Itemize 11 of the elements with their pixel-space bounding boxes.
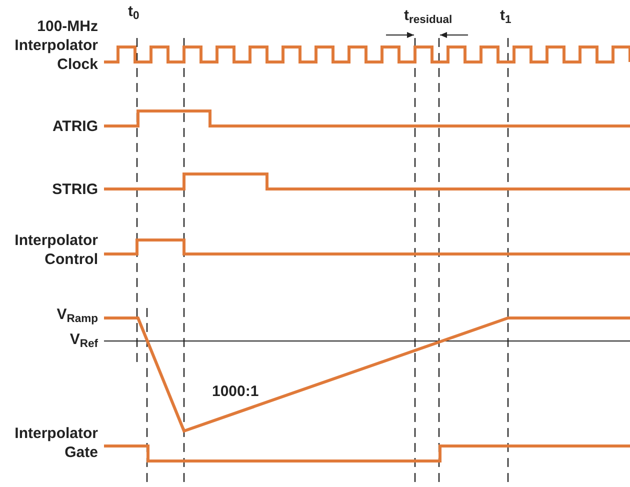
signal-label: t$_{0}$ <box>128 3 140 20</box>
signal-label: t$_{residual}$ <box>404 7 452 24</box>
signal-label: 1000:1 <box>212 383 259 400</box>
signal-label: Interpolator Control <box>14 232 98 268</box>
signal-label: ATRIG <box>52 118 98 135</box>
signal-label: Interpolator Gate <box>14 425 98 461</box>
signal-label: t$_{1}$ <box>500 7 512 24</box>
signal-label: V$_{Ref}$ <box>70 331 98 348</box>
signal-label: V$_{Ramp}$ <box>56 306 98 323</box>
signal-label: STRIG <box>52 181 98 198</box>
signal-label: 100-MHz Interpolator Clock <box>14 18 98 73</box>
